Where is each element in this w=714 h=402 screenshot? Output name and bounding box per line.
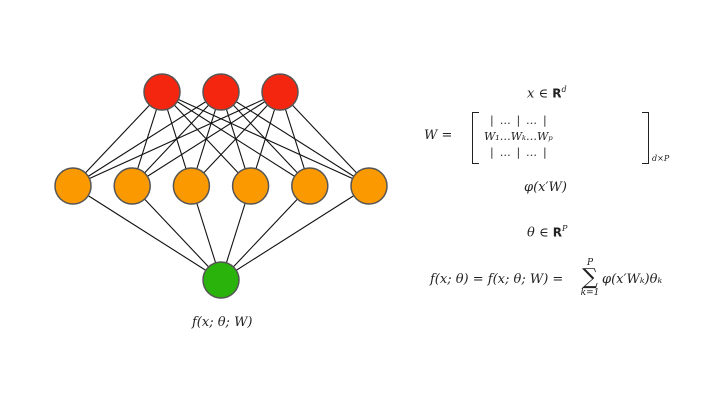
matrix-cell: Wₖ [510,129,527,143]
summation: P ∑ k=1 [580,258,600,298]
matrix-cell: Wₚ [537,129,553,143]
matrix-row: | … | … | [484,112,553,128]
right-bracket [642,112,649,164]
matrix-cell: … [499,113,511,127]
matrix-cell: | [490,113,494,127]
network-edge [220,185,370,281]
matrix-cell: | [543,145,547,159]
sum-upper-limit: P [586,258,594,268]
network-edge [72,91,163,187]
input-node [143,73,181,111]
weight-matrix: |…|…|W₁…Wₖ…Wₚ|…|…| [484,112,553,160]
hidden-node [231,167,270,205]
x-domain-statement: x ∈ Rd [527,85,567,102]
f-lhs: f(x; θ) = f(x; θ; W) = [430,272,564,287]
matrix-dimension: d×P [652,154,670,163]
matrix-cell: | [543,113,547,127]
matrix-row: | … | … | [484,144,553,160]
network-nodes [54,73,388,299]
matrix-cell: | [516,113,521,127]
output-node [202,261,240,299]
matrix-row: W₁…Wₖ…Wₚ [484,128,553,144]
hidden-node [54,167,92,205]
sigma-symbol: ∑ [582,265,598,290]
matrix-cell: … [499,145,511,159]
matrix-cell: … [526,129,538,143]
hidden-node [172,167,211,205]
matrix-cell: W₁ [484,129,500,143]
hidden-node [350,167,388,205]
w-label: W = [424,128,453,143]
sum-lower-limit: k=1 [580,288,600,298]
matrix-cell: … [526,145,538,159]
matrix-cell: … [499,129,511,143]
network-edge [220,185,311,281]
output-label: f(x; θ; W) [192,315,253,330]
network-edge [72,91,222,187]
network-edge [190,91,281,187]
phi-expression: φ(x′W) [524,180,567,195]
network-edge [131,185,222,281]
matrix-cell: | [516,145,521,159]
network-edge [72,91,281,187]
input-node [202,73,240,111]
input-node [261,73,299,111]
network-edge [72,185,222,281]
network-edge [279,91,370,187]
matrix-cell: | [490,145,494,159]
network-edges [72,91,370,281]
theta-domain-statement: θ ∈ RP [527,224,568,241]
hidden-node [291,167,329,205]
left-bracket [472,112,479,164]
f-rhs: φ(x′Wₖ)θₖ [602,272,663,287]
network-edge [131,91,281,187]
matrix-cell: … [526,113,538,127]
hidden-node [113,167,151,205]
